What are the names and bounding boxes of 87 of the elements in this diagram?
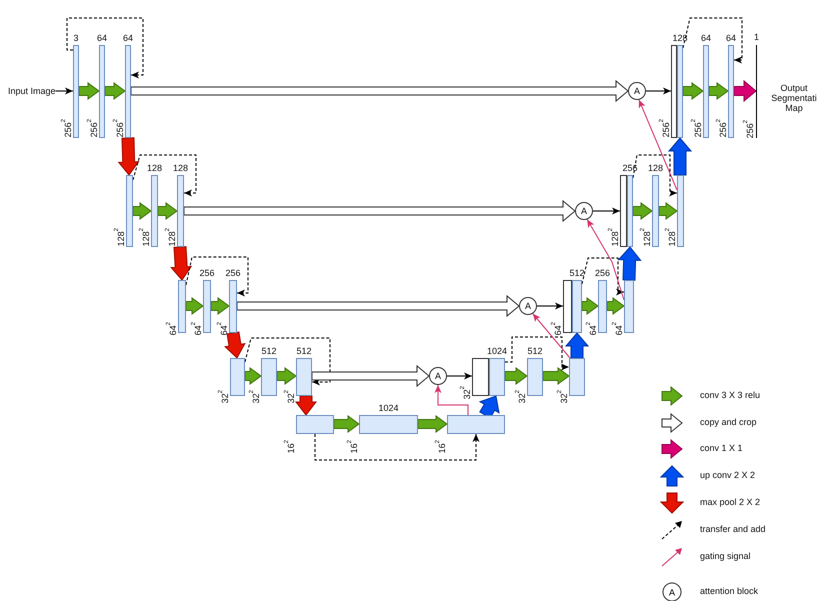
channel-count: 512: [569, 268, 585, 278]
arrow: [434, 384, 468, 416]
block-arrow: [158, 202, 178, 220]
attention-icon: A: [662, 582, 682, 601]
attention-circle: A: [429, 367, 447, 385]
channel-count: 512: [261, 346, 277, 356]
block-arrow: [132, 202, 152, 220]
block-arrow: [564, 332, 590, 358]
block-arrow: [236, 294, 520, 318]
channel-count: 64: [726, 33, 736, 43]
output-label: Output Segmentati Map: [770, 83, 818, 113]
arrow: [55, 88, 74, 94]
block-arrow: [606, 297, 625, 315]
channel-count: 128: [672, 33, 688, 43]
channel-count: 128: [172, 163, 188, 173]
block-arrow: [224, 332, 246, 359]
channel-count: 1: [754, 32, 759, 42]
attention-circle: A: [575, 202, 593, 220]
legend-text: transfer and add: [700, 524, 766, 535]
block-arrow: [542, 367, 570, 385]
block-arrow: [334, 415, 360, 433]
channel-count: 512: [527, 346, 543, 356]
input-label: Input Image: [8, 86, 56, 96]
outlined-bar: [563, 280, 572, 333]
legend-text: max pool 2 X 2: [700, 497, 760, 508]
block-arrow: [184, 200, 576, 222]
outlined-bar: [620, 175, 627, 247]
block-arrow: [632, 202, 653, 220]
channel-count: 64: [123, 33, 133, 43]
channel-count: 256: [225, 268, 241, 278]
block-arrow: [682, 82, 704, 100]
dashed-arrow: [186, 256, 248, 296]
attention-circle: A: [628, 82, 646, 100]
block-arrow: [582, 297, 599, 315]
dashed-arrow: [244, 338, 330, 386]
dashed-arrow: [504, 336, 570, 370]
outlined-bar: [472, 358, 489, 396]
legend-text: conv 3 X 3 relu: [700, 390, 760, 401]
attention-circle: A: [519, 297, 537, 315]
block-arrow: [294, 396, 318, 416]
block-arrow: [118, 137, 140, 176]
legend-text: conv 1 X 1: [700, 443, 743, 454]
block-arrow: [312, 364, 430, 388]
outlined-bar: [671, 45, 677, 138]
arrow: [592, 208, 620, 214]
dashed-arrow: [314, 434, 480, 460]
channel-count: 3: [74, 33, 78, 43]
block-arrow: [504, 367, 528, 385]
arrow: [532, 313, 570, 358]
block-arrow: [734, 80, 757, 102]
block-arrow: [186, 297, 204, 315]
block-arrow: [668, 137, 692, 176]
channel-count: 64: [97, 33, 107, 43]
arrow: [536, 302, 564, 310]
arrow: [446, 372, 472, 380]
arrow: [646, 88, 672, 94]
legend-text: attention block: [700, 586, 758, 597]
arrow: [586, 218, 624, 300]
channel-count: 256: [622, 163, 638, 173]
block-arrow: [130, 80, 629, 102]
dashed-arrow: [632, 154, 678, 196]
channel-count: 128: [146, 163, 162, 173]
block-arrow: [658, 202, 678, 220]
dashed-arrow: [132, 154, 196, 196]
block-arrow: [78, 82, 100, 100]
channel-count: 1024: [378, 403, 399, 413]
channel-count: 1024: [486, 346, 508, 356]
legend-text: copy and crop: [700, 417, 757, 428]
block-arrow: [210, 297, 230, 315]
channel-count: 256: [594, 268, 610, 278]
channel-count: 256: [199, 268, 215, 278]
dashed-arrow: [682, 18, 742, 64]
legend-text: up conv 2 X 2: [700, 470, 756, 481]
channel-count: 64: [701, 33, 711, 43]
block-arrow: [244, 367, 262, 385]
block-arrow: [418, 415, 448, 433]
block-arrow: [104, 82, 126, 100]
block-arrow: [276, 367, 297, 385]
arrow: [638, 99, 678, 190]
block-arrow: [708, 82, 729, 100]
legend-text: gating signal: [700, 551, 751, 562]
channel-count: 128: [648, 163, 664, 173]
block-arrow: [618, 246, 642, 281]
dashed-arrow: [66, 18, 144, 78]
block-arrow: [170, 246, 192, 281]
channel-count: 512: [296, 346, 312, 356]
dashed-arrow: [582, 258, 624, 296]
